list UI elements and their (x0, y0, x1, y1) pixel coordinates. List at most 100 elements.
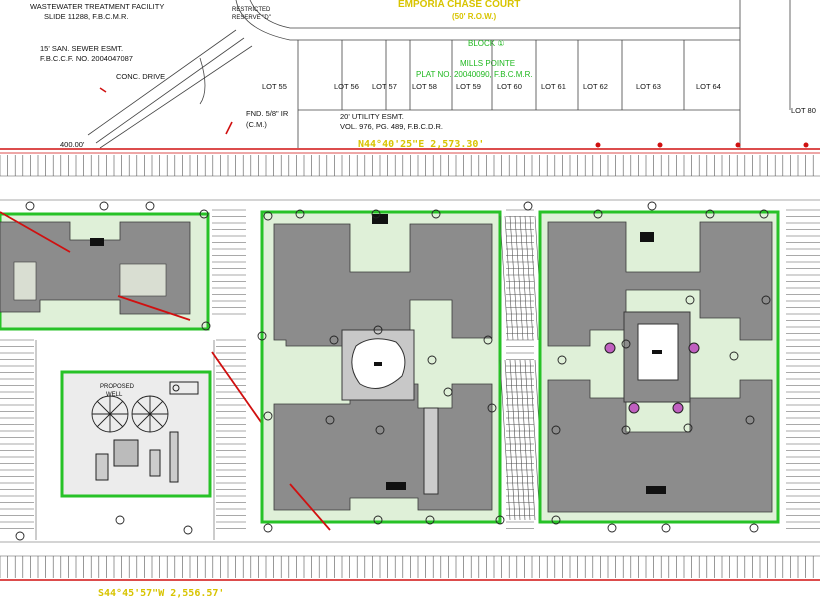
tree-marker (557, 355, 567, 365)
tree-marker (551, 515, 561, 525)
volume-label: VOL. 976, PG. 489, F.B.C.D.R. (340, 122, 443, 131)
tree-marker (373, 515, 383, 525)
tree-marker (199, 209, 209, 219)
row-label: (50' R.O.W.) (452, 12, 496, 21)
tree-marker (761, 295, 771, 305)
tree-marker (483, 335, 493, 345)
lot-label: LOT 61 (541, 82, 566, 91)
wastewater-label: WASTEWATER TREATMENT FACILITY (30, 2, 164, 11)
diagonal-walkway (499, 215, 551, 521)
slide-label: SLIDE 11288, F.B.C.M.R. (44, 12, 128, 21)
tree-marker (745, 415, 755, 425)
tree-marker (263, 523, 273, 533)
boundary-red-line (0, 211, 71, 253)
subdivision-label: MILLS POINTE (460, 59, 515, 68)
west-building-area (0, 211, 210, 331)
sewer-easement-label: 15' SAN. SEWER ESMT. (40, 44, 123, 53)
walkway-stripe (519, 215, 529, 341)
tree-marker (607, 523, 617, 533)
boundary-red-line (117, 295, 191, 321)
lot-label: LOT 57 (372, 82, 397, 91)
lot-label: LOT 63 (636, 82, 661, 91)
tree-marker (183, 525, 193, 535)
lot-label: LOT 58 (412, 82, 437, 91)
north-bearing-label: N44°40'25"E 2,573.30' (358, 139, 484, 150)
walkway-stripe (524, 359, 536, 521)
walkway-stripe (499, 359, 511, 521)
drive-lines (87, 29, 253, 149)
tree-marker (661, 523, 671, 533)
tree-marker (487, 403, 497, 413)
well-label: WELL (106, 392, 123, 398)
walkway-stripe (499, 215, 509, 341)
tree-marker (523, 201, 533, 211)
tree-marker (325, 415, 335, 425)
east-parking-rows (506, 209, 820, 529)
reserve-label: RESERVE "D" (232, 15, 271, 21)
block-label: BLOCK ① (468, 39, 505, 48)
lot-label: LOT 55 (262, 82, 287, 91)
lot-label: LOT 80 (791, 106, 816, 115)
boundary-tick (99, 87, 107, 93)
drive-curve (199, 57, 206, 105)
tree-marker (551, 425, 561, 435)
tree-marker (443, 387, 453, 397)
street-name-label: EMPORIA CHASE COURT (398, 0, 520, 10)
walkway-stripe (509, 215, 519, 341)
walkway-stripe (519, 359, 531, 521)
restricted-label: RESTRICTED (232, 7, 271, 13)
distance-label: 400.00' (60, 140, 85, 149)
tree-marker (729, 351, 739, 361)
north-subdivision: WASTEWATER TREATMENT FACILITY SLIDE 1128… (30, 0, 816, 149)
fbccf-label: F.B.C.C.F. NO. 2004047087 (40, 54, 133, 63)
lot-label: LOT 59 (456, 82, 481, 91)
plat-label: PLAT NO. 20040090, F.B.C.M.R. (416, 70, 533, 79)
boundary-red-line (211, 351, 269, 433)
tree-marker (495, 515, 505, 525)
proposed-well-site: PROPOSED WELL (60, 370, 212, 498)
south-bearing-label: S44°45'57"W 2,556.57' (98, 588, 224, 599)
tree-marker (749, 523, 759, 533)
proposed-label: PROPOSED (100, 384, 135, 390)
walkway-stripe (529, 215, 539, 341)
tree-marker (621, 339, 631, 349)
north-parking (0, 155, 820, 201)
tree-marker (263, 411, 273, 421)
street-edge-line (249, 0, 740, 29)
central-building (260, 210, 502, 524)
lot-label: LOT 56 (334, 82, 359, 91)
tree-marker (683, 423, 693, 433)
tree-marker (759, 209, 769, 219)
walkway-stripe (514, 215, 524, 341)
site-markers (15, 201, 771, 541)
south-boundary: S44°45'57"W 2,556.57' (0, 483, 820, 599)
lot-labels: LOT 55 LOT 56 LOT 57 LOT 58 LOT 59 LOT 6… (262, 82, 816, 115)
walkway-stripe (529, 359, 541, 521)
tree-marker (329, 335, 339, 345)
tree-marker (295, 209, 305, 219)
east-building (538, 210, 780, 524)
tree-marker (201, 321, 211, 331)
lot-label: LOT 64 (696, 82, 721, 91)
west-parking-rows (0, 209, 246, 540)
tree-marker (685, 295, 695, 305)
cm-label: (C.M.) (246, 120, 267, 129)
tree-marker (427, 355, 437, 365)
tree-marker (373, 325, 383, 335)
tree-marker (647, 201, 657, 211)
street-edge-line-2 (235, 0, 740, 41)
iron-rod-marker (225, 121, 233, 135)
walkway-stripe (514, 359, 526, 521)
lot-dividers (297, 40, 740, 148)
walkway-stripe (504, 359, 516, 521)
found-iron-label: FND. 5/8" IR (246, 109, 289, 118)
tree-marker (705, 209, 715, 219)
tree-marker (371, 209, 381, 219)
north-boundary: 400.00' N44°40'25"E 2,573.30' (0, 139, 820, 154)
tree-marker (621, 425, 631, 435)
walkway-stripe (504, 215, 514, 341)
tree-marker (425, 515, 435, 525)
walkway-stripe (509, 359, 521, 521)
tree-marker (99, 201, 109, 211)
